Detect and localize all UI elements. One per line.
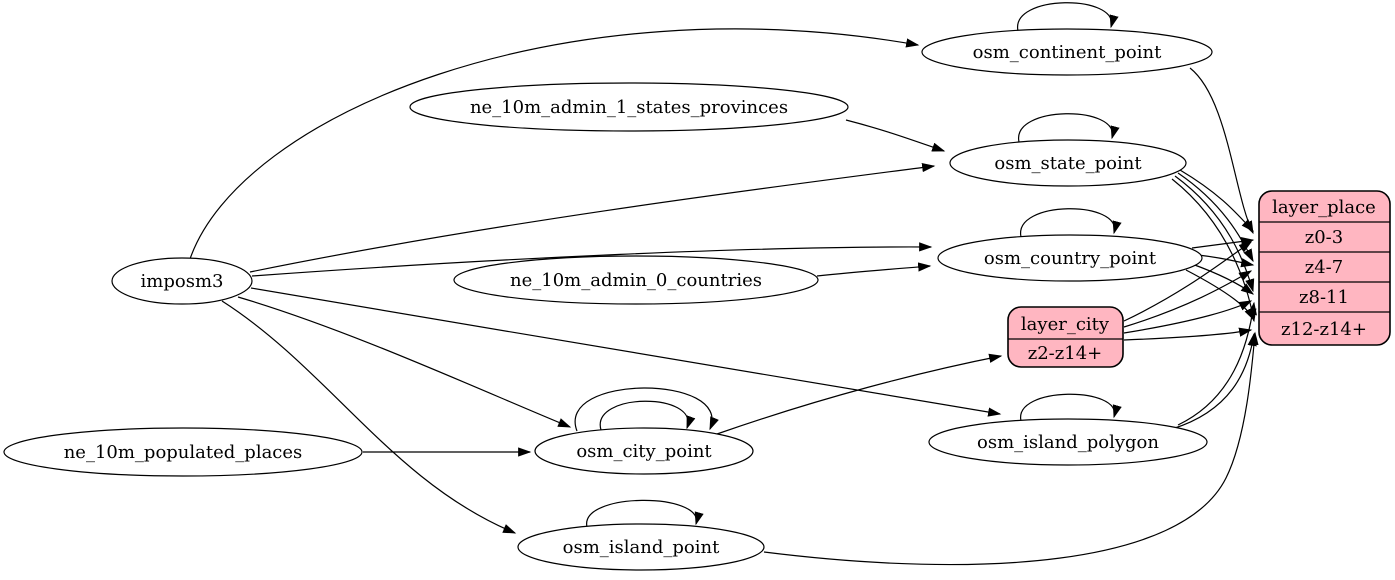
layer_place-row-z4-7: z4-7 — [1305, 257, 1343, 278]
edge-osm_country_point-layer_place-z0_3 — [1191, 236, 1255, 249]
osm_city_point-label: osm_city_point — [576, 441, 712, 462]
node-osm_continent_point: osm_continent_point — [921, 28, 1213, 76]
imposm3-label: imposm3 — [141, 271, 224, 292]
layer_place-row-z12-z14: z12-z14+ — [1281, 319, 1367, 340]
edge-osm_country_point-layer_place-z4_7 — [1197, 254, 1255, 268]
edge-imposm3-osm_island_polygon — [250, 287, 1002, 417]
layer_city-row-z2-z14: z2-z14+ — [1028, 343, 1103, 364]
record-layer_city: layer_city z2-z14+ — [1007, 306, 1124, 368]
node-ne_10m_admin_1_states_provinces: ne_10m_admin_1_states_provinces — [409, 82, 849, 132]
osm_island_point-ellipse — [517, 523, 765, 571]
layer_place-row-z8-11: z8-11 — [1299, 287, 1349, 308]
selfloop-osm_city_point-inner — [599, 400, 696, 431]
edge-layer_city-layer_place-z8_11 — [1123, 300, 1253, 334]
layer_place-title: layer_place — [1272, 197, 1376, 218]
edge-osm_city_point-layer_city-z2 — [716, 353, 1003, 435]
selfloop-osm_city_point-outer — [574, 387, 719, 432]
node-osm_city_point: osm_city_point — [534, 427, 754, 475]
osm_island_point-label: osm_island_point — [563, 537, 720, 558]
edge-osm_island_point-layer_place-z12_14 — [763, 331, 1259, 566]
node-ne_10m_populated_places: ne_10m_populated_places — [3, 427, 363, 477]
node-osm_state_point: osm_state_point — [949, 139, 1187, 187]
osm_island_polygon-ellipse — [928, 418, 1208, 466]
layer_place-row-z0-3: z0-3 — [1305, 227, 1343, 248]
node-osm_island_polygon: osm_island_polygon — [928, 418, 1208, 466]
node-imposm3: imposm3 — [111, 257, 253, 305]
edge-osm_state_point-layer_place-z0_3 — [1179, 169, 1254, 232]
node-osm_island_point: osm_island_point — [517, 523, 765, 571]
selfloop-osm_island_polygon — [1020, 393, 1122, 422]
edge-imposm3-osm_country_point — [251, 242, 933, 277]
ne_10m_populated_places-ellipse — [3, 427, 363, 477]
osm_country_point-label: osm_country_point — [984, 248, 1157, 269]
edges — [189, 2, 1259, 566]
node-osm_country_point: osm_country_point — [937, 234, 1203, 282]
osm_island_polygon-label: osm_island_polygon — [977, 432, 1159, 453]
ne_10m_admin_1_states_provinces-ellipse — [409, 82, 849, 132]
ne_10m_admin_0_countries-label: ne_10m_admin_0_countries — [510, 270, 762, 291]
edge-layer_city-layer_place-z12_14 — [1123, 327, 1253, 341]
ne_10m_admin_1_states_provinces-label: ne_10m_admin_1_states_provinces — [470, 97, 788, 118]
selfloop-osm_island_point — [586, 499, 704, 528]
edge-osm_country_point-layer_place-z8_11 — [1191, 263, 1255, 295]
edge-osm_island_polygon-layer_place-z8_11 — [1177, 301, 1257, 426]
edge-ne_10m_admin_0_countries-osm_country_point — [816, 262, 932, 277]
edge-layer_city-layer_place-z4_7 — [1123, 270, 1253, 328]
edge-ne_10m_admin_1_states_provinces-osm_state_point — [845, 119, 946, 152]
edge-imposm3-osm_continent_point — [189, 28, 920, 260]
osm_country_point-ellipse — [937, 234, 1203, 282]
node-ne_10m_admin_0_countries: ne_10m_admin_0_countries — [453, 255, 819, 305]
edge-imposm3-osm_state_point — [249, 162, 936, 273]
record-layer_place: layer_place z0-3 z4-7 z8-11 z12-z14+ — [1258, 190, 1391, 346]
layer_place-box — [1258, 190, 1391, 346]
osm_continent_point-label: osm_continent_point — [973, 42, 1162, 63]
selfloop-osm_continent_point — [1017, 2, 1119, 32]
osm_state_point-ellipse — [949, 139, 1187, 187]
selfloop-osm_country_point — [1020, 208, 1122, 238]
edge-osm_island_polygon-layer_place-z12_14 — [1171, 332, 1257, 430]
edge-imposm3-osm_city_point — [237, 296, 572, 428]
osm_continent_point-ellipse — [921, 28, 1213, 76]
ne_10m_populated_places-label: ne_10m_populated_places — [64, 442, 303, 463]
edge-osm_continent_point-layer_place-z0_3 — [1189, 67, 1254, 235]
edge-layer_city-layer_place-z0_3 — [1123, 241, 1253, 322]
osm_city_point-ellipse — [534, 427, 754, 475]
layer_city-box — [1007, 306, 1124, 368]
ne_10m_admin_0_countries-ellipse — [453, 255, 819, 305]
selfloop-osm_state_point — [1018, 113, 1120, 143]
edge-osm_state_point-layer_place-z4_7 — [1177, 172, 1254, 263]
osm_state_point-label: osm_state_point — [994, 153, 1142, 174]
layer_city-title: layer_city — [1021, 314, 1110, 335]
edge-imposm3-osm_island_point — [221, 300, 517, 534]
imposm3-ellipse — [111, 257, 253, 305]
